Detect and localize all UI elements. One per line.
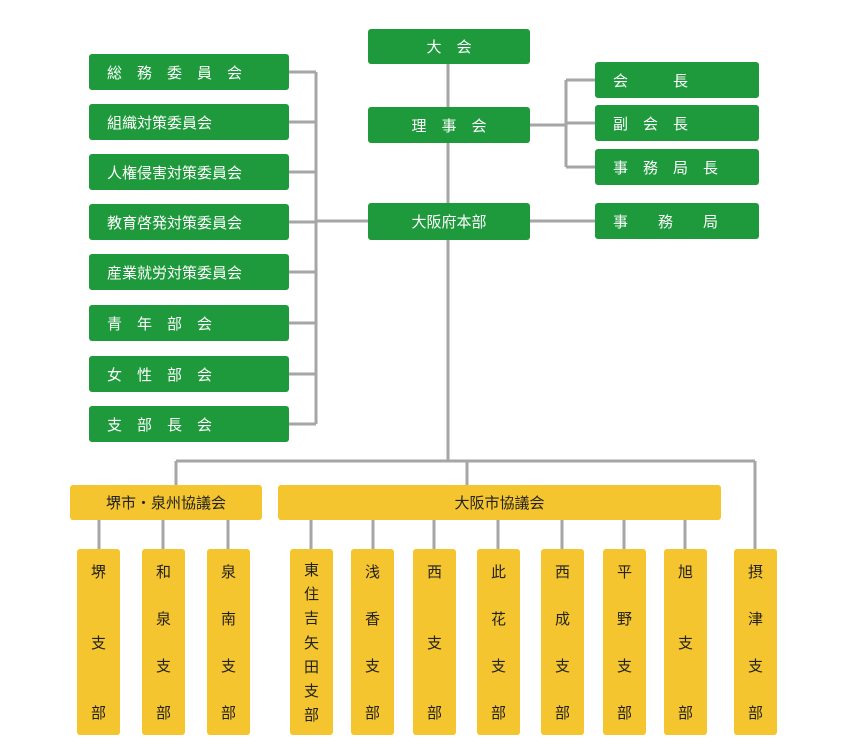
committee-box: 青 年 部 会	[89, 305, 289, 341]
secretariat-box: 事 務 局	[595, 203, 759, 239]
branch-char: 西	[554, 563, 570, 581]
branch-char: 摂	[747, 563, 763, 581]
rijikai-box: 理 事 会	[368, 107, 530, 143]
sakai-council-label: 堺市・泉州協議会	[105, 494, 226, 512]
committee-label: 総 務 委 員 会	[107, 63, 243, 82]
committee-label: 人権侵害対策委員会	[107, 163, 243, 182]
branch-higashisumiyoshi-yata: 東 住 吉 矢 田 支 部	[290, 549, 333, 735]
honbu-label: 大阪府本部	[411, 213, 487, 231]
branch-char: 南	[220, 610, 236, 629]
osaka-council-box: 大阪市協議会	[278, 485, 721, 520]
branch-char: 支	[220, 657, 236, 676]
branch-char: 部	[303, 706, 319, 725]
branch-char: 支	[554, 657, 570, 676]
officer-secretary-general: 事 務 局 長	[595, 149, 759, 185]
committee-box: 女 性 部 会	[89, 356, 289, 392]
branch-konohana: 此 花 支 部	[477, 549, 520, 735]
branch-char: 部	[426, 704, 442, 723]
branch-char: 野	[616, 610, 632, 629]
branch-sennan: 泉 南 支 部	[207, 549, 250, 735]
branch-char: 田	[303, 657, 319, 676]
taikai-box: 大 会	[368, 29, 530, 64]
branch-izumi: 和 泉 支 部	[142, 549, 185, 735]
committee-box: 教育啓発対策委員会	[89, 204, 289, 240]
branch-sakai: 堺 支 部	[77, 549, 120, 735]
branch-char: 浅	[364, 563, 380, 581]
branch-char: 部	[747, 704, 763, 723]
officer-label: 事 務 局 長	[613, 158, 719, 177]
rijikai-label: 理 事 会	[411, 116, 487, 135]
secretariat-label: 事 務 局	[613, 212, 719, 231]
committee-box: 産業就労対策委員会	[89, 254, 289, 290]
committee-box: 人権侵害対策委員会	[89, 154, 289, 190]
committee-label: 組織対策委員会	[107, 113, 213, 132]
branch-settsu: 摂 津 支 部	[734, 549, 777, 735]
branch-char: 部	[554, 704, 570, 723]
branch-char: 泉	[155, 610, 171, 629]
branch-char: 堺	[90, 563, 106, 581]
branch-char: 支	[747, 657, 763, 676]
branch-hirano: 平 野 支 部	[603, 549, 646, 735]
sakai-council-box: 堺市・泉州協議会	[70, 485, 262, 520]
branch-char: 支	[426, 633, 442, 652]
branch-char: 矢	[303, 633, 319, 652]
branch-char: 支	[155, 657, 171, 676]
branch-nishi: 西 支 部	[413, 549, 456, 735]
committee-box: 支 部 長 会	[89, 406, 289, 442]
committee-label: 支 部 長 会	[107, 415, 213, 434]
branch-char: 花	[490, 610, 506, 629]
branch-asahi: 旭 支 部	[664, 549, 707, 735]
committee-label: 女 性 部 会	[107, 365, 213, 384]
branch-char: 部	[677, 704, 693, 723]
officer-vice-president: 副 会 長	[595, 105, 759, 141]
officer-label: 副 会 長	[613, 114, 689, 133]
committee-label: 教育啓発対策委員会	[107, 213, 243, 232]
branch-char: 泉	[220, 563, 236, 581]
branch-char: 東	[303, 561, 319, 579]
branch-char: 此	[490, 563, 506, 581]
branch-char: 部	[90, 704, 106, 723]
branch-char: 津	[747, 610, 763, 629]
committee-box: 組織対策委員会	[89, 104, 289, 140]
officer-label: 会 長	[613, 71, 689, 90]
branch-char: 旭	[677, 563, 693, 581]
branch-char: 成	[554, 610, 570, 629]
branch-char: 支	[616, 657, 632, 676]
branch-char: 部	[490, 704, 506, 723]
committee-label: 産業就労対策委員会	[107, 263, 243, 282]
branch-char: 平	[616, 563, 632, 581]
branch-nishinari: 西 成 支 部	[541, 549, 584, 735]
branch-char: 支	[490, 657, 506, 676]
branch-char: 吉	[303, 609, 319, 628]
committee-label: 青 年 部 会	[107, 314, 213, 333]
branch-asaka: 浅 香 支 部	[351, 549, 394, 735]
osaka-council-label: 大阪市協議会	[454, 494, 545, 512]
branch-char: 部	[155, 704, 171, 723]
branch-char: 支	[677, 633, 693, 652]
branch-char: 支	[303, 682, 319, 701]
branch-char: 和	[155, 563, 171, 581]
branch-char: 支	[90, 633, 106, 652]
taikai-label: 大 会	[426, 38, 472, 56]
branch-char: 西	[426, 563, 442, 581]
branch-char: 部	[364, 704, 380, 723]
branch-char: 香	[364, 610, 380, 629]
branch-char: 支	[364, 657, 380, 676]
branch-char: 住	[303, 585, 319, 604]
committee-box: 総 務 委 員 会	[89, 54, 289, 90]
branch-char: 部	[616, 704, 632, 723]
branch-char: 部	[220, 704, 236, 723]
honbu-box: 大阪府本部	[368, 203, 530, 240]
officer-president: 会 長	[595, 62, 759, 98]
